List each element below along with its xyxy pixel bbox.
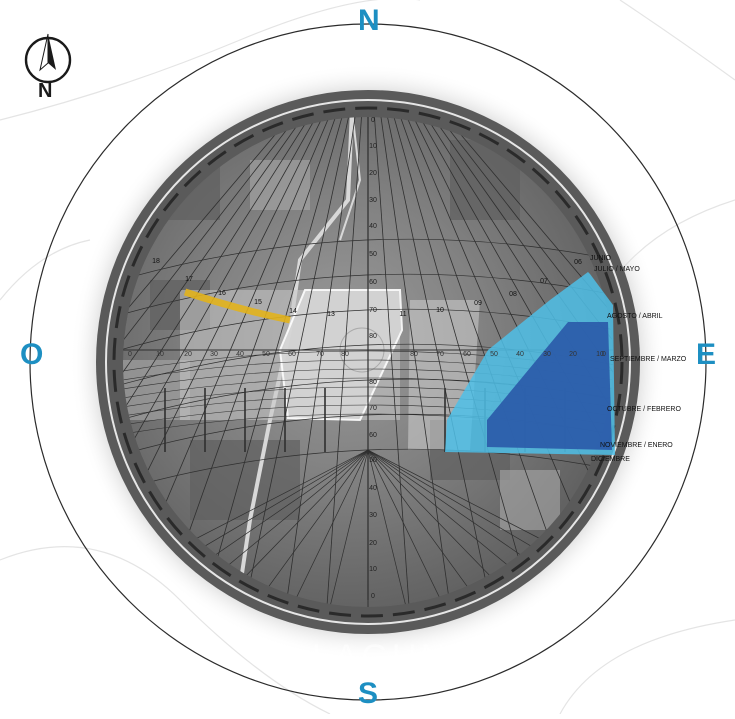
grid-curve: [123, 238, 613, 281]
scale-label-right: 60: [463, 351, 471, 358]
hour-label: 18: [152, 258, 160, 265]
scale-label-right: 10: [596, 351, 604, 358]
grid-line: [385, 117, 495, 607]
scale-label-bottom: 60: [369, 432, 377, 439]
hour-label: 11: [399, 311, 406, 318]
north-arrow-label: N: [38, 80, 53, 102]
scale-label-bottom: 30: [369, 512, 377, 519]
scale-label-right: 70: [436, 351, 444, 358]
grid-line: [433, 117, 613, 607]
grid-curve: [123, 273, 613, 316]
scale-label-left: 30: [210, 351, 218, 358]
scale-label-right: 50: [490, 351, 498, 358]
hour-label: 09: [474, 300, 482, 307]
month-label: JULIO / MAYO: [594, 266, 640, 273]
grid-line: [123, 117, 327, 607]
scale-label-top: 20: [369, 170, 377, 177]
scale-label-top: 70: [369, 307, 377, 314]
scale-label-left: 60: [288, 351, 296, 358]
hour-label: 06: [574, 259, 582, 266]
scale-label-bottom: 80: [369, 379, 377, 386]
hour-label: 08: [509, 291, 517, 298]
scale-label-left: 80: [341, 351, 349, 358]
scale-label-left: 70: [316, 351, 324, 358]
scale-label-bottom: 70: [369, 405, 377, 412]
month-label: SEPTIEMBRE / MARZO: [610, 356, 687, 363]
scale-label-top: 60: [369, 279, 377, 286]
month-label: DICIEMBRE: [591, 456, 630, 463]
grid-line: [373, 117, 411, 607]
cardinal-east: E: [696, 338, 717, 371]
hour-label: 17: [185, 276, 193, 283]
scale-label-bottom: 50: [369, 457, 377, 464]
grid-line: [367, 449, 409, 607]
scale-label-top: 50: [369, 251, 377, 258]
grid-line: [241, 117, 351, 607]
scale-label-top: 30: [369, 197, 377, 204]
grid-line: [123, 117, 303, 607]
grid-line: [123, 117, 315, 607]
month-label: NOVIEMBRE / ENERO: [600, 442, 673, 449]
hour-label: 10: [436, 307, 444, 314]
grid-line: [123, 449, 369, 607]
grid-line: [325, 117, 363, 607]
outer-ring: [29, 23, 707, 701]
scale-label-left: 50: [262, 351, 270, 358]
hour-label: 13: [327, 311, 335, 318]
scale-label-top: 10: [369, 143, 377, 150]
scale-label-right: 40: [516, 351, 524, 358]
scale-label-right: 80: [410, 351, 418, 358]
scale-label-top: 40: [369, 223, 377, 230]
scale-label-left: 10: [156, 351, 164, 358]
scale-label-left: 20: [184, 351, 192, 358]
grid-line: [283, 117, 357, 607]
hour-label: 15: [254, 299, 262, 306]
scale-label-left: 40: [236, 351, 244, 358]
cardinal-west: O: [20, 338, 44, 371]
hour-label: 07: [540, 278, 548, 285]
scale-label-bottom: 10: [369, 566, 377, 573]
month-label: AGOSTO / ABRIL: [607, 313, 663, 320]
scale-label-bottom: 0: [371, 593, 375, 600]
scale-label-right: 30: [543, 351, 551, 358]
grid-line: [439, 117, 613, 607]
grid-line: [123, 117, 321, 607]
scale-label-right: 0: [602, 351, 606, 358]
cardinal-north: N: [358, 4, 380, 37]
white-ring: [105, 99, 631, 625]
cardinal-south: S: [358, 677, 379, 710]
shade-area-dark: [487, 322, 612, 450]
grid-line: [367, 449, 613, 607]
scale-label-bottom: 40: [369, 485, 377, 492]
grid-line: [123, 117, 297, 607]
grid-line: [327, 449, 369, 607]
grid-line: [379, 117, 453, 607]
dashed-ring: [112, 106, 624, 618]
month-label: JUNIO: [590, 255, 612, 262]
north-arrow-icon: [24, 33, 72, 84]
hour-label: 16: [218, 290, 226, 297]
hour-label: 14: [289, 308, 297, 315]
place-label: LAGUNA: [312, 638, 476, 676]
scale-label-top: 80: [369, 333, 377, 340]
sun-path-highlight: [183, 288, 291, 324]
scale-label-bottom: 20: [369, 540, 377, 547]
scale-label-right: 20: [569, 351, 577, 358]
grid-line: [367, 449, 449, 607]
month-label: OCTUBRE / FEBRERO: [607, 406, 681, 413]
grid-line: [123, 117, 309, 607]
grid-line: [287, 449, 369, 607]
scale-label-top: 0: [371, 117, 375, 124]
scale-label-left: 0: [128, 351, 132, 358]
